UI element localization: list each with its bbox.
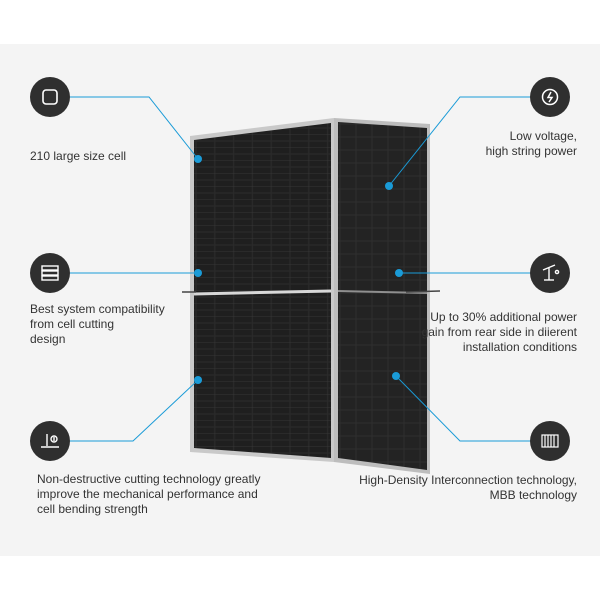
feature-line: Best system compatibility bbox=[30, 302, 165, 316]
feature-cell-size-text: 210 large size cell bbox=[30, 149, 126, 164]
feature-line: installation conditions bbox=[462, 340, 577, 354]
feature-line: MBB technology bbox=[489, 488, 577, 502]
power-bolt-icon bbox=[530, 77, 570, 117]
feature-line: from cell cutting bbox=[30, 317, 115, 331]
feature-interconnection-text: High-Density Interconnection technology,… bbox=[359, 473, 577, 503]
feature-line: design bbox=[30, 332, 66, 346]
callout-dot-low-voltage bbox=[385, 182, 393, 190]
feature-line: high string power bbox=[485, 144, 577, 158]
blade-cutting-icon bbox=[30, 421, 70, 461]
feature-cutting-text: Non-destructive cutting technology great… bbox=[37, 472, 260, 517]
feature-line: Up to 30% additional power bbox=[430, 310, 577, 324]
front-module bbox=[190, 118, 334, 462]
feature-line: High-Density Interconnection technology, bbox=[359, 473, 577, 487]
feature-line: cell bending strength bbox=[37, 502, 148, 516]
feature-line: Non-destructive cutting technology great… bbox=[37, 472, 261, 486]
callout-line-cell-size bbox=[70, 96, 199, 160]
callout-dot-cell-size bbox=[194, 155, 202, 163]
feature-line: Low voltage, bbox=[509, 129, 577, 143]
callout-dot-interconnection bbox=[392, 372, 400, 380]
callout-dot-compatibility bbox=[194, 269, 202, 277]
stacked-layers-icon bbox=[30, 253, 70, 293]
feature-bifacial-text: Up to 30% additional power gain from rea… bbox=[422, 310, 577, 355]
callout-line-low-voltage bbox=[388, 96, 532, 187]
busbar-grid-icon bbox=[530, 421, 570, 461]
feature-line: improve the mechanical performance and bbox=[37, 487, 258, 501]
feature-line: gain from rear side in diierent bbox=[421, 325, 577, 339]
callout-dot-bifacial bbox=[395, 269, 403, 277]
callout-line-interconnection bbox=[395, 375, 532, 442]
rear-module bbox=[334, 118, 430, 474]
feature-low-voltage-text: Low voltage, high string power bbox=[486, 129, 577, 159]
feature-line: 210 large size cell bbox=[30, 149, 127, 163]
feature-compatibility-text: Best system compatibility from cell cutt… bbox=[30, 302, 165, 347]
callout-line-cutting bbox=[70, 379, 199, 442]
square-cell-icon bbox=[30, 77, 70, 117]
tracker-sun-icon bbox=[530, 253, 570, 293]
callout-dot-cutting bbox=[194, 376, 202, 384]
